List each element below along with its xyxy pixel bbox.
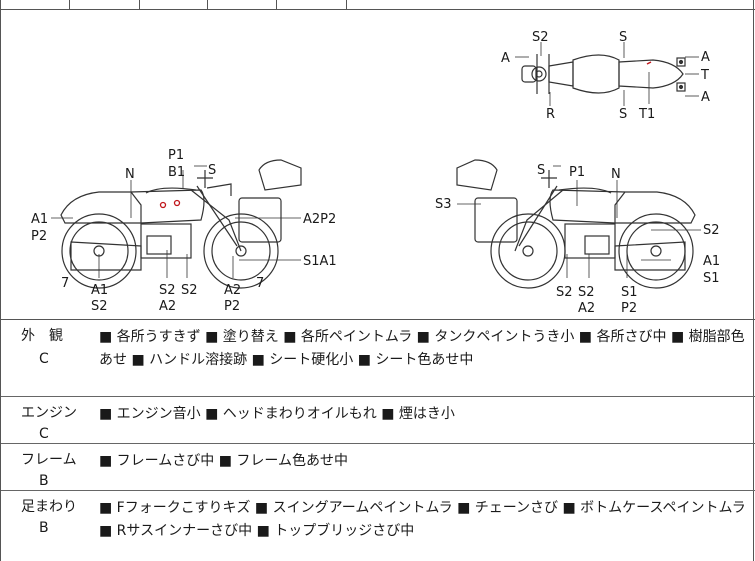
- column-divider: [207, 0, 208, 10]
- column-divider: [69, 0, 70, 10]
- label-s1: S1: [621, 285, 638, 300]
- condition-category: エンジン: [21, 405, 77, 421]
- label-t: T: [700, 68, 709, 83]
- label-p2: P2: [31, 229, 47, 244]
- condition-category: 外 観: [21, 328, 63, 344]
- label-7: 7: [61, 276, 69, 291]
- condition-description: ■ 各所うすきず ■ 塗り替え ■ 各所ペイントムラ ■ タンクペイントうき小 …: [99, 329, 745, 368]
- damage-diagram: S2 A R S A T A S T1 P1 B1 S N A1 P2 A2P2…: [1, 10, 755, 320]
- left-view-labels: P1 B1 S N A1 P2 A2P2 S1A1 7 7 A1 S2 S2 S…: [31, 148, 337, 314]
- label-s: S: [537, 163, 545, 178]
- label-s: S: [619, 107, 627, 122]
- right-view-motorcycle: [456, 159, 696, 289]
- motorcycle-diagrams: S2 A R S A T A S T1 P1 B1 S N A1 P2 A2P2…: [31, 30, 720, 316]
- label-p2: P2: [224, 299, 240, 314]
- left-view-leaders: [51, 165, 301, 278]
- label-p1: P1: [168, 148, 184, 163]
- condition-description: ■ Fフォークこすりキズ ■ スイングアームペイントムラ ■ チェーンさび ■ …: [99, 500, 746, 539]
- condition-row-frame: フレーム B ■ フレームさび中 ■ フレーム色あせ中: [1, 444, 755, 491]
- label-a2: A2: [224, 283, 241, 298]
- label-s: S: [208, 163, 216, 178]
- label-a2p2: A2P2: [303, 212, 336, 227]
- top-view-motorcycle: [521, 54, 686, 94]
- label-s2: S2: [91, 299, 108, 314]
- label-s2: S2: [578, 285, 595, 300]
- label-p2: P2: [621, 301, 637, 316]
- condition-row-suspension: 足まわり B ■ Fフォークこすりキズ ■ スイングアームペイントムラ ■ チェ…: [1, 491, 755, 561]
- condition-grade: C: [39, 426, 49, 442]
- label-s1a1: S1A1: [303, 254, 337, 269]
- top-view-labels: S2 A R S A T A S T1: [501, 30, 710, 122]
- column-divider: [346, 0, 347, 10]
- table-header-strip: [1, 0, 755, 10]
- label-n: N: [611, 167, 621, 182]
- label-a: A: [701, 50, 710, 65]
- top-view-leaders: [515, 42, 699, 106]
- label-a2: A2: [578, 301, 595, 316]
- condition-description: ■ エンジン音小 ■ ヘッドまわりオイルもれ ■ 煙はき小: [99, 406, 455, 422]
- condition-grade: B: [39, 473, 49, 489]
- condition-description: ■ フレームさび中 ■ フレーム色あせ中: [99, 453, 348, 469]
- label-a2: A2: [159, 299, 176, 314]
- label-s: S: [619, 30, 627, 45]
- label-n: N: [125, 167, 135, 182]
- left-view-motorcycle: [60, 159, 302, 289]
- right-view-labels: S P1 N S3 S2 A1 S1 S2 S2 A2 S1 P2: [435, 163, 720, 316]
- label-p1: P1: [569, 165, 585, 180]
- label-s2: S2: [703, 223, 720, 238]
- condition-row-engine: エンジン C ■ エンジン音小 ■ ヘッドまわりオイルもれ ■ 煙はき小: [1, 397, 755, 444]
- label-t1: T1: [638, 107, 655, 122]
- right-view-leaders: [457, 165, 701, 278]
- label-s2: S2: [159, 283, 176, 298]
- condition-row-exterior: 外 観 C ■ 各所うすきず ■ 塗り替え ■ 各所ペイントムラ ■ タンクペイ…: [1, 320, 755, 397]
- condition-grade: B: [39, 520, 49, 536]
- label-a1: A1: [91, 283, 108, 298]
- label-a1: A1: [31, 212, 48, 227]
- label-a1: A1: [703, 254, 720, 269]
- condition-grade: C: [39, 351, 49, 367]
- column-divider: [139, 0, 140, 10]
- label-r: R: [546, 107, 555, 122]
- label-a: A: [501, 51, 510, 66]
- label-7: 7: [256, 276, 264, 291]
- condition-category: 足まわり: [21, 499, 77, 515]
- label-s3: S3: [435, 197, 452, 212]
- label-s2: S2: [556, 285, 573, 300]
- label-s1: S1: [703, 271, 720, 286]
- label-a: A: [701, 90, 710, 105]
- condition-category: フレーム: [21, 452, 77, 468]
- label-b1: B1: [168, 165, 185, 180]
- column-divider: [276, 0, 277, 10]
- label-s2: S2: [532, 30, 549, 45]
- label-s2: S2: [181, 283, 198, 298]
